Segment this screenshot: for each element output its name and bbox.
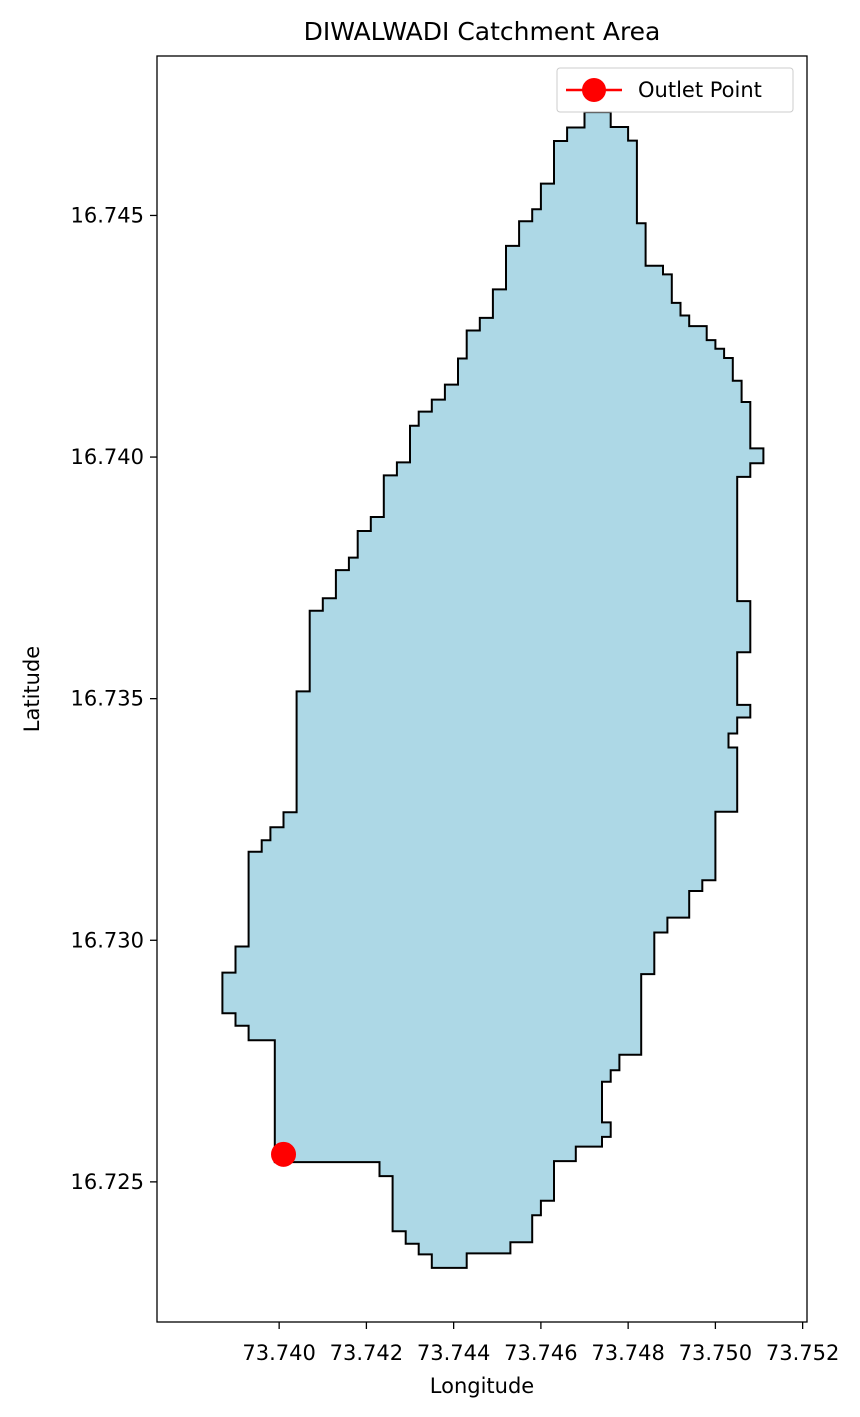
legend: Outlet Point bbox=[556, 67, 794, 113]
legend-marker-sample bbox=[582, 78, 606, 102]
x-axis-label: Longitude bbox=[430, 1374, 534, 1398]
y-axis-ticks: 16.725 16.730 16.735 16.740 16.745 bbox=[71, 203, 157, 1194]
x-tick-label: 73.740 bbox=[242, 1341, 315, 1365]
chart-title: DIWALWADI Catchment Area bbox=[304, 17, 661, 46]
legend-box bbox=[556, 67, 794, 113]
x-tick-label: 73.750 bbox=[679, 1341, 752, 1365]
y-axis-label: Latitude bbox=[20, 646, 44, 732]
axes-frame bbox=[156, 55, 808, 1323]
y-tick-label: 16.745 bbox=[71, 203, 144, 227]
x-tick-label: 73.742 bbox=[330, 1341, 403, 1365]
y-tick-label: 16.730 bbox=[71, 928, 144, 952]
x-tick-label: 73.744 bbox=[417, 1341, 490, 1365]
x-tick-label: 73.752 bbox=[766, 1341, 839, 1365]
plot-area bbox=[221, 111, 765, 1269]
x-axis-ticks: 73.740 73.742 73.744 73.746 73.748 73.750 73.7… bbox=[242, 1322, 839, 1365]
legend-label-outlet-point: Outlet Point bbox=[638, 78, 762, 102]
x-tick-label: 73.748 bbox=[591, 1341, 664, 1365]
catchment-polygon bbox=[221, 111, 765, 1269]
y-tick-label: 16.725 bbox=[71, 1170, 144, 1194]
y-tick-label: 16.735 bbox=[71, 687, 144, 711]
outlet-point-marker bbox=[271, 1141, 297, 1167]
x-tick-label: 73.746 bbox=[504, 1341, 577, 1365]
y-tick-label: 16.740 bbox=[71, 445, 144, 469]
